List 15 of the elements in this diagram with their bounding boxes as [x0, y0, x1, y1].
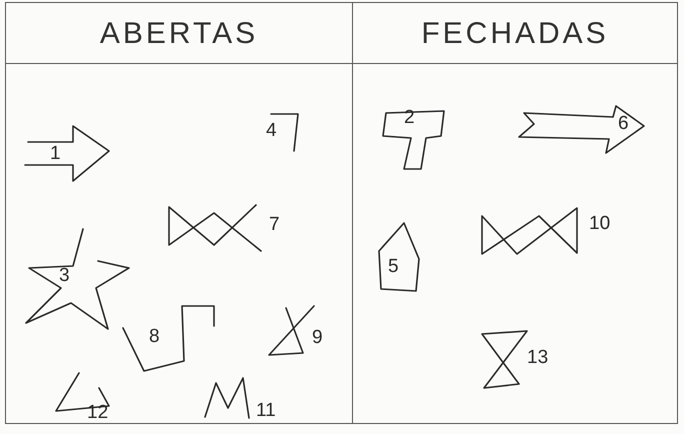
figure-number: 5: [388, 257, 399, 276]
figure-number: 7: [269, 215, 280, 234]
figure-number: 6: [618, 114, 629, 133]
column-header: FECHADAS: [421, 16, 609, 52]
table-column: [5, 2, 353, 424]
figure-number: 10: [589, 214, 610, 233]
column-header: ABERTAS: [100, 16, 258, 52]
figure-number: 9: [312, 328, 323, 347]
figure-number: 4: [266, 121, 277, 140]
table-column: [352, 2, 678, 424]
figure-number: 13: [527, 348, 548, 367]
figure-number: 1: [50, 144, 61, 163]
figure-number: 11: [256, 401, 276, 420]
figure-number: 3: [59, 266, 70, 285]
figure-number: 8: [149, 327, 160, 346]
